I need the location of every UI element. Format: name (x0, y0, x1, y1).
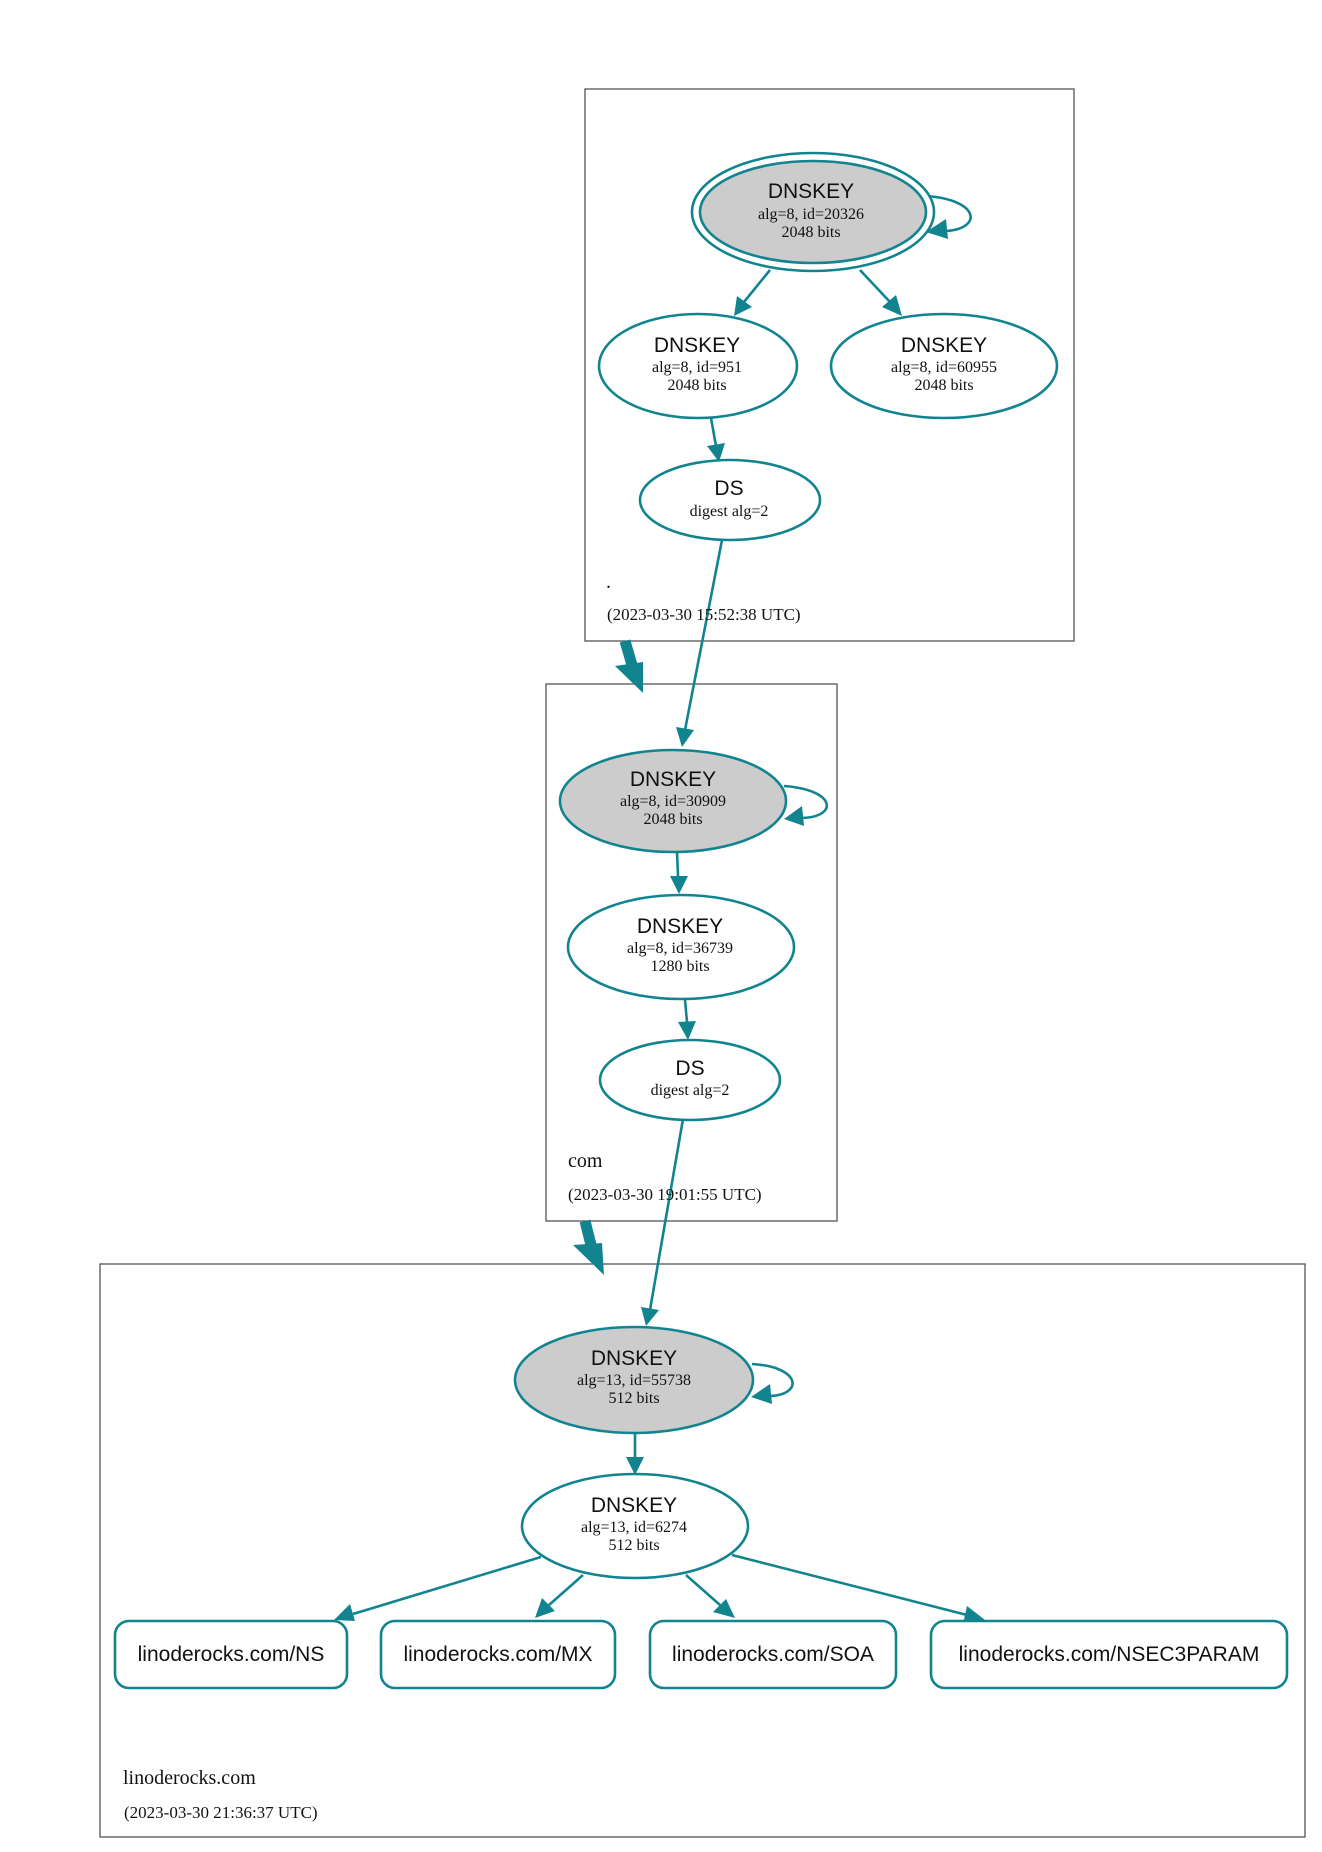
zone-name-root: . (606, 571, 611, 593)
node-key-info: alg=8, id=951 (652, 359, 742, 376)
node-linoderocks-zsk[interactable]: DNSKEY alg=13, id=6274 512 bits (520, 1472, 750, 1580)
node-key-info: alg=13, id=6274 (581, 1519, 687, 1536)
node-title: DNSKEY (637, 915, 723, 938)
zone-timestamp-linoderocks: (2023-03-30 21:36:37 UTC) (124, 1803, 318, 1822)
rrset-soa[interactable]: linoderocks.com/SOA (648, 1619, 898, 1690)
delegation-arrow-root-to-com (615, 639, 643, 693)
zone-timestamp-com: (2023-03-30 19:01:55 UTC) (568, 1185, 762, 1204)
rrset-nsec3param[interactable]: linoderocks.com/NSEC3PARAM (929, 1619, 1289, 1690)
node-root-ksk[interactable]: DNSKEY alg=8, id=20326 2048 bits (690, 151, 936, 273)
zone-name-linoderocks: linoderocks.com (123, 1767, 256, 1789)
node-com-zsk[interactable]: DNSKEY alg=8, id=36739 1280 bits (566, 893, 796, 1001)
node-key-size: 2048 bits (667, 377, 726, 394)
node-key-size: 512 bits (608, 1390, 659, 1407)
node-key-info: alg=8, id=30909 (620, 793, 726, 810)
node-root-zsk-60955[interactable]: DNSKEY alg=8, id=60955 2048 bits (829, 312, 1059, 420)
node-title: DNSKEY (654, 334, 740, 357)
node-key-size: 2048 bits (781, 224, 840, 241)
zone-box-com (545, 683, 838, 1222)
node-title: DS (714, 477, 743, 500)
node-title: DS (675, 1057, 704, 1080)
rrset-mx[interactable]: linoderocks.com/MX (379, 1619, 617, 1690)
zone-box-linoderocks (99, 1263, 1306, 1838)
node-digest-info: digest alg=2 (690, 503, 769, 520)
node-com-ds[interactable]: DS digest alg=2 (598, 1038, 782, 1122)
zone-timestamp-root: (2023-03-30 15:52:38 UTC) (607, 605, 801, 624)
node-title: DNSKEY (768, 180, 854, 203)
node-title: DNSKEY (591, 1347, 677, 1370)
node-title: DNSKEY (630, 768, 716, 791)
rrset-label: linoderocks.com/MX (403, 1643, 592, 1666)
node-key-info: alg=13, id=55738 (577, 1372, 691, 1389)
node-linoderocks-ksk[interactable]: DNSKEY alg=13, id=55738 512 bits (513, 1325, 755, 1435)
node-key-info: alg=8, id=36739 (627, 940, 733, 957)
rrset-label: linoderocks.com/SOA (672, 1643, 874, 1666)
rrset-ns[interactable]: linoderocks.com/NS (113, 1619, 349, 1690)
node-title: DNSKEY (901, 334, 987, 357)
node-key-info: alg=8, id=20326 (758, 206, 864, 223)
node-key-size: 1280 bits (650, 958, 709, 975)
rrset-label: linoderocks.com/NSEC3PARAM (959, 1643, 1260, 1666)
node-key-size: 2048 bits (643, 811, 702, 828)
node-key-size: 512 bits (608, 1537, 659, 1554)
delegation-arrow-com-to-linoderocks (573, 1219, 604, 1275)
zone-box-root (584, 88, 1075, 642)
node-digest-info: digest alg=2 (651, 1082, 730, 1099)
node-title: DNSKEY (591, 1494, 677, 1517)
node-root-zsk-951[interactable]: DNSKEY alg=8, id=951 2048 bits (597, 312, 799, 420)
node-key-size: 2048 bits (914, 377, 973, 394)
node-key-info: alg=8, id=60955 (891, 359, 997, 376)
node-com-ksk[interactable]: DNSKEY alg=8, id=30909 2048 bits (558, 748, 788, 854)
zone-name-com: com (568, 1150, 603, 1172)
node-root-ds[interactable]: DS digest alg=2 (638, 458, 822, 542)
edges (334, 194, 985, 1624)
rrset-label: linoderocks.com/NS (138, 1643, 325, 1666)
